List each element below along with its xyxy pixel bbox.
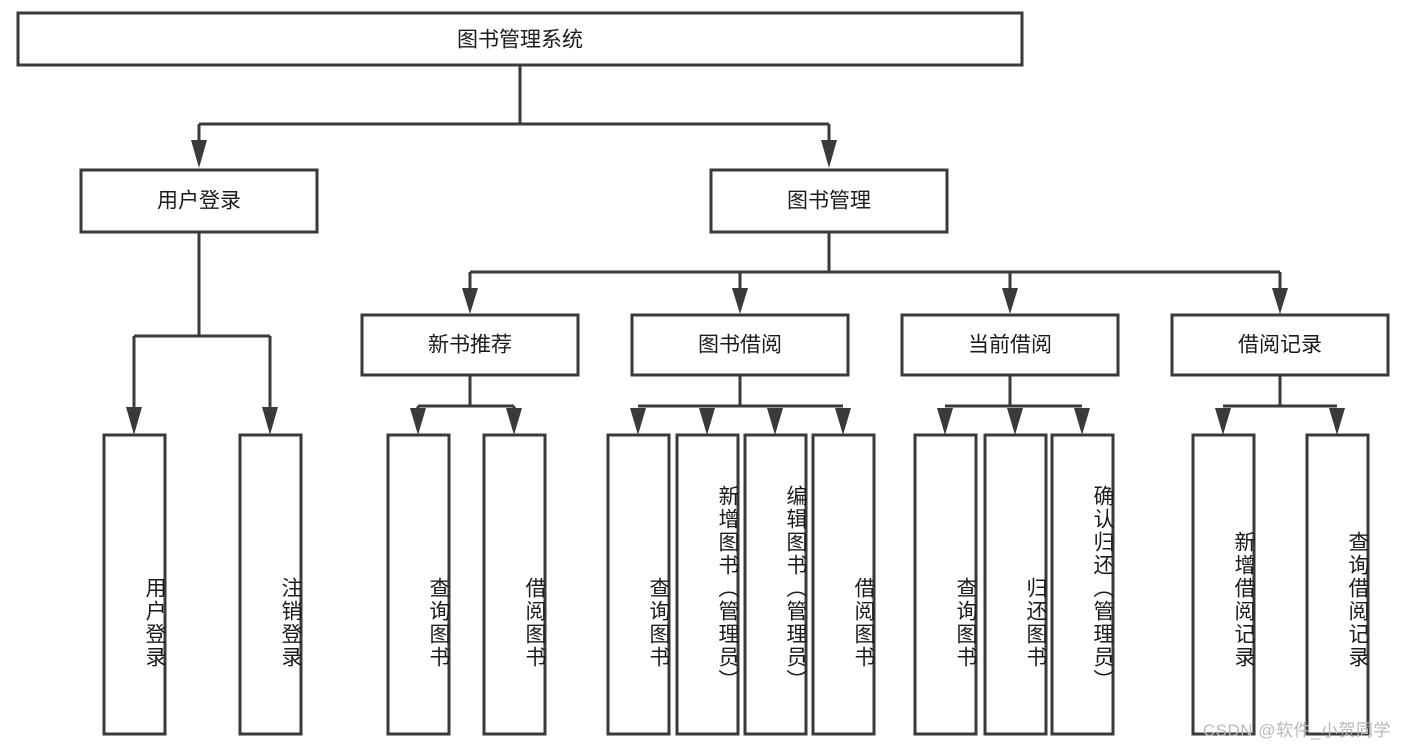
- node-root-label: 图书管理系统: [457, 29, 583, 52]
- node-book-management[interactable]: 图书管理: [709, 168, 949, 234]
- node-book-borrow-box[interactable]: [630, 313, 850, 377]
- connector-layer: [126, 65, 1345, 435]
- leaf-box-borrow-book-1[interactable]: [482, 433, 547, 736]
- arrow-to-borrow-record: [1272, 288, 1288, 314]
- node-new-book-recommend[interactable]: 新书推荐: [360, 313, 580, 377]
- arrow-to-user-login: [191, 140, 207, 168]
- leaf-box-query-borrow-record[interactable]: [1305, 433, 1370, 736]
- node-current-borrow[interactable]: 当前借阅: [900, 313, 1120, 377]
- arrow-leaf-return-book: [1007, 408, 1023, 435]
- arrow-leaf-edit-book-admin: [767, 408, 783, 435]
- leaf-box-edit-book-admin[interactable]: [743, 433, 808, 736]
- node-book-management-box[interactable]: [709, 168, 949, 234]
- arrow-to-book-management: [821, 140, 837, 168]
- node-root[interactable]: 图书管理系统: [16, 11, 1024, 67]
- arrow-to-new-book-recommend: [462, 288, 478, 314]
- node-book-management-label: 图书管理: [787, 190, 871, 213]
- node-book-borrow[interactable]: 图书借阅: [630, 313, 850, 377]
- node-book-borrow-label: 图书借阅: [698, 334, 782, 357]
- arrow-leaf-user-login: [126, 407, 142, 435]
- node-user-login-box[interactable]: [79, 168, 319, 234]
- node-current-borrow-label: 当前借阅: [968, 334, 1052, 357]
- arrow-to-current-borrow: [1002, 288, 1018, 314]
- leaf-box-user-login[interactable]: [102, 433, 167, 736]
- arrow-to-book-borrow: [732, 288, 748, 314]
- leaf-box-borrow-book-2[interactable]: [811, 433, 876, 736]
- leaf-box-add-book-admin[interactable]: [675, 433, 740, 736]
- arrow-leaf-query-borrow-record: [1329, 408, 1345, 435]
- leaf-box-query-book-1[interactable]: [386, 433, 451, 736]
- node-borrow-record[interactable]: 借阅记录: [1170, 313, 1390, 377]
- node-user-login-label: 用户登录: [157, 190, 241, 213]
- arrow-leaf-add-borrow-record: [1215, 408, 1231, 435]
- arrow-leaf-logout-login: [262, 407, 278, 435]
- leaf-box-add-borrow-record[interactable]: [1191, 433, 1256, 736]
- arrow-leaf-query-book-1: [410, 408, 426, 435]
- node-new-book-recommend-label: 新书推荐: [428, 334, 512, 357]
- arrow-leaf-query-book-3: [937, 408, 953, 435]
- leaf-box-query-book-3[interactable]: [913, 433, 978, 736]
- node-borrow-record-label: 借阅记录: [1238, 334, 1322, 357]
- leaf-box-query-book-2[interactable]: [606, 433, 671, 736]
- arrow-leaf-query-book-2: [630, 408, 646, 435]
- arrow-leaf-add-book-admin: [699, 408, 715, 435]
- leaf-box-return-book[interactable]: [983, 433, 1048, 736]
- node-root-box[interactable]: [16, 11, 1024, 67]
- watermark-text: CSDN @软件_小贺同学: [1202, 721, 1391, 740]
- leaf-box-confirm-return-admin[interactable]: [1050, 433, 1115, 736]
- arrow-leaf-confirm-return-admin: [1074, 408, 1090, 435]
- arrow-leaf-borrow-book-1: [506, 408, 522, 435]
- leaf-box-layer: [102, 433, 1370, 736]
- node-borrow-record-box[interactable]: [1170, 313, 1390, 377]
- node-new-book-recommend-box[interactable]: [360, 313, 580, 377]
- leaf-box-logout-login[interactable]: [238, 433, 303, 736]
- node-current-borrow-box[interactable]: [900, 313, 1120, 377]
- node-user-login[interactable]: 用户登录: [79, 168, 319, 234]
- arrow-leaf-borrow-book-2: [835, 408, 851, 435]
